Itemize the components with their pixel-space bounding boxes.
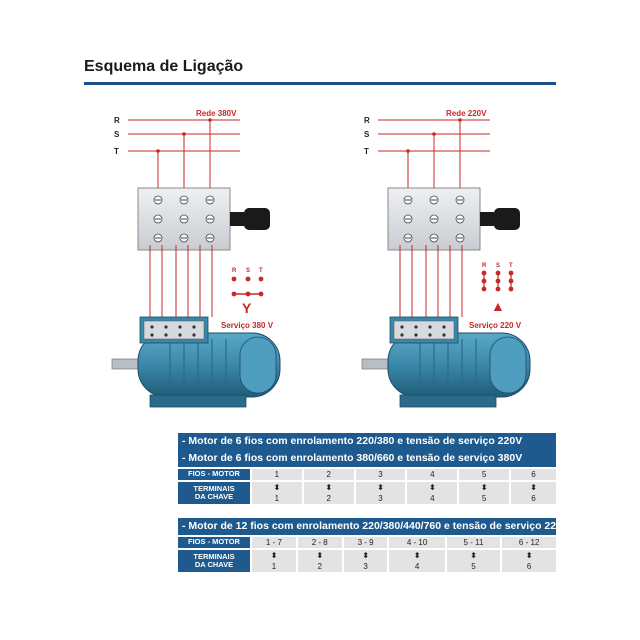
phase-label-s: S — [114, 130, 120, 139]
table-cell: 1 — [250, 469, 303, 480]
service-voltage-label: Serviço 220 V — [469, 321, 522, 330]
title-divider — [84, 82, 556, 85]
phase-label-r: R — [114, 116, 120, 125]
table-cell: 6 — [500, 561, 556, 572]
arrow-icon: ⬍ — [405, 482, 459, 493]
table-row: TERMINAIS DA CHAVE ⬍ ⬍ ⬍ ⬍ ⬍ ⬍ — [178, 482, 556, 504]
network-voltage-label: Rede 380V — [196, 109, 237, 118]
table-cell: 5 — [457, 493, 511, 504]
arrow-icon: ⬍ — [250, 550, 297, 561]
legend-phase-r: R — [482, 263, 487, 269]
electric-motor — [361, 316, 531, 408]
table-cell: 3 — [353, 493, 407, 504]
legend-phase-s: S — [496, 263, 500, 269]
phase-label-s: S — [364, 130, 370, 139]
switch-handle — [230, 212, 244, 226]
arrow-icon: ⬍ — [250, 482, 303, 493]
legend-phase-t: T — [259, 268, 263, 274]
table-cell: 1 — [250, 561, 297, 572]
table-row: 1 2 3 4 5 6 — [178, 493, 556, 504]
table-cell: 2 — [301, 493, 355, 504]
table2: FIOS - MOTOR 1 - 7 2 - 8 3 - 9 4 - 10 5 … — [178, 537, 556, 572]
table-cell: 5 - 11 — [444, 537, 502, 548]
electric-motor — [111, 316, 281, 408]
table-row: TERMINAIS DA CHAVE ⬍ ⬍ ⬍ ⬍ ⬍ ⬍ — [178, 550, 556, 572]
connection-legend-delta: R S T ▲ Serviço 220 V — [469, 263, 522, 330]
connection-tables: - Motor de 6 fios com enrolamento 220/38… — [178, 433, 556, 572]
arrow-icon: ⬍ — [457, 482, 511, 493]
table-cell: 4 - 10 — [387, 537, 446, 548]
table-cell: 5 — [444, 561, 502, 572]
delta-symbol: ▲ — [491, 298, 505, 314]
row-label-line2: DA CHAVE — [194, 492, 234, 501]
arrow-icon: ⬍ — [509, 482, 556, 493]
service-voltage-label: Serviço 380 V — [221, 321, 274, 330]
legend-phase-r: R — [232, 268, 237, 274]
row-label-line1: TERMINAIS — [193, 551, 235, 561]
table-cell: 2 — [301, 469, 355, 480]
row-label-line1: TERMINAIS — [193, 483, 235, 493]
row-label-fios-motor: FIOS - MOTOR — [178, 469, 251, 480]
arrow-icon: ⬍ — [387, 550, 446, 561]
table-cell: 5 — [457, 469, 511, 480]
star-symbol: Y — [242, 300, 252, 316]
arrow-icon: ⬍ — [500, 550, 556, 561]
table-cell: 3 — [341, 561, 389, 572]
table2-banner: - Motor de 12 fios com enrolamento 220/3… — [178, 518, 556, 535]
phase-label-r: R — [364, 116, 370, 125]
connection-legend-star: R S T Y Serviço 380 V — [221, 268, 274, 330]
table-cell: 6 — [509, 469, 556, 480]
network-voltage-label: Rede 220V — [446, 109, 487, 118]
legend-phase-t: T — [509, 263, 513, 269]
row-label-terminais: TERMINAIS DA CHAVE — [178, 550, 251, 572]
table-cell: 1 - 7 — [250, 537, 297, 548]
table-cell: 6 — [509, 493, 556, 504]
table-cell: 4 — [405, 493, 459, 504]
table-cell: 2 - 8 — [295, 537, 343, 548]
table-cell: 3 - 9 — [341, 537, 389, 548]
diagram-left: R S T Rede 380V — [111, 109, 281, 408]
diagram-right: R S T Rede 220V — [361, 109, 531, 408]
phase-label-t: T — [364, 147, 369, 156]
page-title: Esquema de Ligação — [84, 58, 244, 75]
arrow-icon: ⬍ — [353, 482, 407, 493]
table1: FIOS - MOTOR 1 2 3 4 5 6 TERMINAIS DA CH… — [178, 469, 556, 504]
row-label-fios-motor: FIOS - MOTOR — [178, 537, 251, 548]
switch-handle — [480, 212, 494, 226]
table-row: 1 2 3 4 5 6 — [178, 561, 556, 572]
arrow-icon: ⬍ — [341, 550, 389, 561]
table-cell: 2 — [295, 561, 343, 572]
table-cell: 4 — [405, 469, 459, 480]
phase-label-t: T — [114, 147, 119, 156]
arrow-icon: ⬍ — [295, 550, 343, 561]
arrow-icon: ⬍ — [301, 482, 355, 493]
table1-banner-line1: - Motor de 6 fios com enrolamento 220/38… — [178, 433, 556, 450]
legend-phase-s: S — [246, 268, 250, 274]
table-row: FIOS - MOTOR 1 - 7 2 - 8 3 - 9 4 - 10 5 … — [178, 537, 556, 548]
table-row: FIOS - MOTOR 1 2 3 4 5 6 — [178, 469, 556, 480]
arrow-icon: ⬍ — [444, 550, 502, 561]
row-label-line2: DA CHAVE — [194, 560, 234, 569]
wiring-diagrams: R S T Rede 380V — [111, 109, 531, 408]
table-cell: 4 — [387, 561, 446, 572]
table1-banner-line2: - Motor de 6 fios com enrolamento 380/66… — [178, 450, 556, 467]
table-cell: 1 — [250, 493, 303, 504]
table-cell: 6 - 12 — [500, 537, 556, 548]
table-cell: 3 — [353, 469, 407, 480]
row-label-terminais: TERMINAIS DA CHAVE — [178, 482, 251, 504]
